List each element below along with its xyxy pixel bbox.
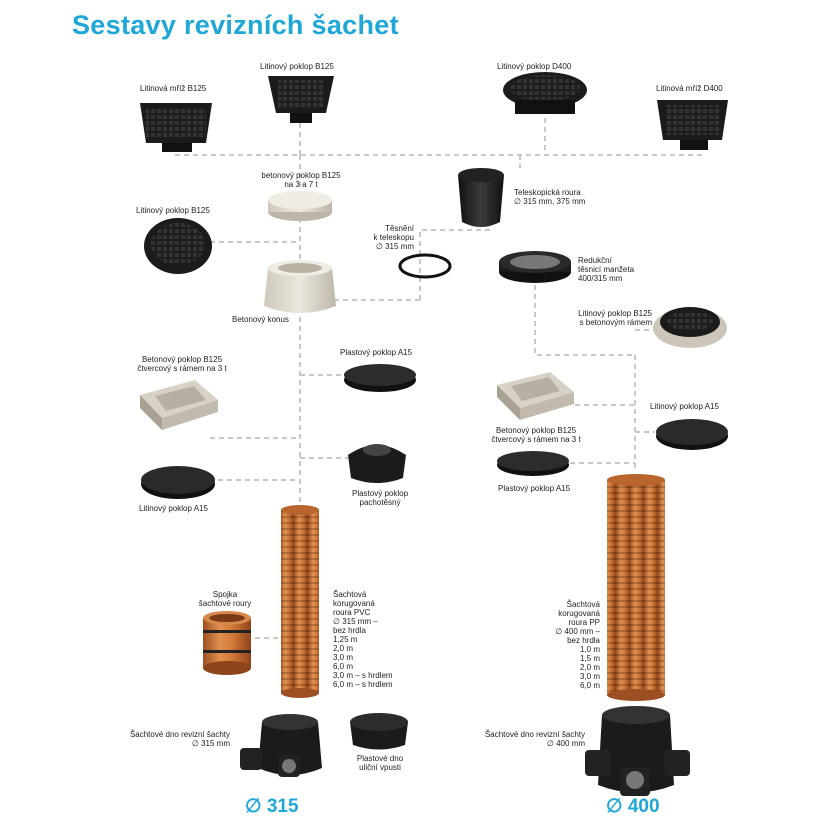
label-plastovy-poklop-a15-right: Plastový poklop A15	[498, 484, 571, 493]
concrete-square-cover-right-icon	[497, 372, 574, 420]
label-plastovy-poklop-pachotesny: Plastový poklop pachotěsný	[351, 489, 409, 507]
reduction-sleeve-icon	[499, 251, 571, 283]
cast-iron-cover-d400-icon	[503, 72, 587, 114]
label-litinovy-poklop-d400: Litinový poklop D400	[497, 62, 572, 71]
concrete-square-cover-left-icon	[140, 380, 218, 430]
label-betonovy-poklop-b125: betonový poklop B125 na 3 a 7 t	[261, 171, 341, 189]
plastic-odor-tight-cover-icon	[348, 444, 406, 483]
size-label-400: ∅ 400	[606, 796, 660, 817]
shaft-base-400-icon	[585, 706, 690, 796]
label-roura-pp: Šachtová korugovaná roura PP ∅ 400 mm – …	[555, 600, 600, 690]
pp-shaft-pipe-400-icon	[607, 474, 665, 701]
concrete-cover-b125-icon	[268, 191, 332, 221]
label-betonovy-poklop-ctvercovy-right: Betonový poklop B125 čtvercový s rámem n…	[491, 426, 581, 444]
pvc-shaft-pipe-315-icon	[281, 505, 319, 698]
label-betonovy-konus: Betonový konus	[232, 315, 289, 324]
label-dno-400: Šachtové dno revizní šachty ∅ 400 mm	[484, 730, 585, 748]
label-litinova-mriz-d400: Litinová mříž D400	[656, 84, 723, 93]
label-litinovy-poklop-b125-left: Litinový poklop B125	[136, 206, 210, 215]
pipe-coupling-icon	[203, 611, 251, 675]
cast-iron-cover-b125-icon	[268, 76, 334, 123]
label-betonovy-poklop-ctvercovy-left: Betonový poklop B125 čtvercový s rámem n…	[137, 355, 227, 373]
label-dno-315: Šachtové dno revizní šachty ∅ 315 mm	[129, 730, 230, 748]
concrete-cone-icon	[264, 260, 336, 313]
street-inlet-base-icon	[350, 713, 408, 750]
label-litinova-mriz-b125: Litinová mříž B125	[140, 84, 207, 93]
cast-iron-cover-a15-right-icon	[656, 419, 728, 450]
label-litinovy-poklop-b125-top: Litinový poklop B125	[260, 62, 334, 71]
label-redukcni-manzeta: Redukční těsnicí manžeta 400/315 mm	[578, 256, 635, 283]
plastic-cover-a15-right-icon	[497, 451, 569, 476]
label-teleskopicka-roura: Teleskopická roura ∅ 315 mm, 375 mm	[514, 188, 586, 206]
cast-iron-grate-d400-icon	[657, 100, 728, 150]
cast-iron-cover-b125-round-icon	[144, 218, 212, 274]
cast-iron-grate-b125-icon	[140, 103, 212, 152]
label-spojka: Spojka šachtové roury	[198, 590, 252, 608]
cast-iron-cover-concrete-frame-icon	[653, 307, 727, 348]
label-roura-pvc: Šachtová korugovaná roura PVC ∅ 315 mm –…	[333, 590, 393, 689]
seal-ring-icon	[398, 253, 452, 279]
page-title: Sestavy revizních šachet	[72, 10, 399, 40]
label-tesneni: Těsnění k teleskopu ∅ 315 mm	[373, 224, 414, 251]
cast-iron-cover-a15-left-icon	[141, 466, 215, 499]
telescopic-pipe-icon	[458, 168, 504, 227]
label-plastove-dno: Plastové dno uliční vpusti	[356, 754, 404, 772]
label-litinovy-poklop-a15-right: Litinový poklop A15	[650, 402, 719, 411]
label-litinovy-poklop-b125-ram: Litinový poklop B125 s betonovým rámem	[578, 309, 652, 327]
label-litinovy-poklop-a15-left: Litinový poklop A15	[139, 504, 208, 513]
plastic-cover-a15-icon	[344, 364, 416, 392]
label-plastovy-poklop-a15-top: Plastový poklop A15	[340, 348, 413, 357]
size-label-315: ∅ 315	[245, 796, 299, 817]
shaft-base-315-icon	[240, 714, 322, 777]
